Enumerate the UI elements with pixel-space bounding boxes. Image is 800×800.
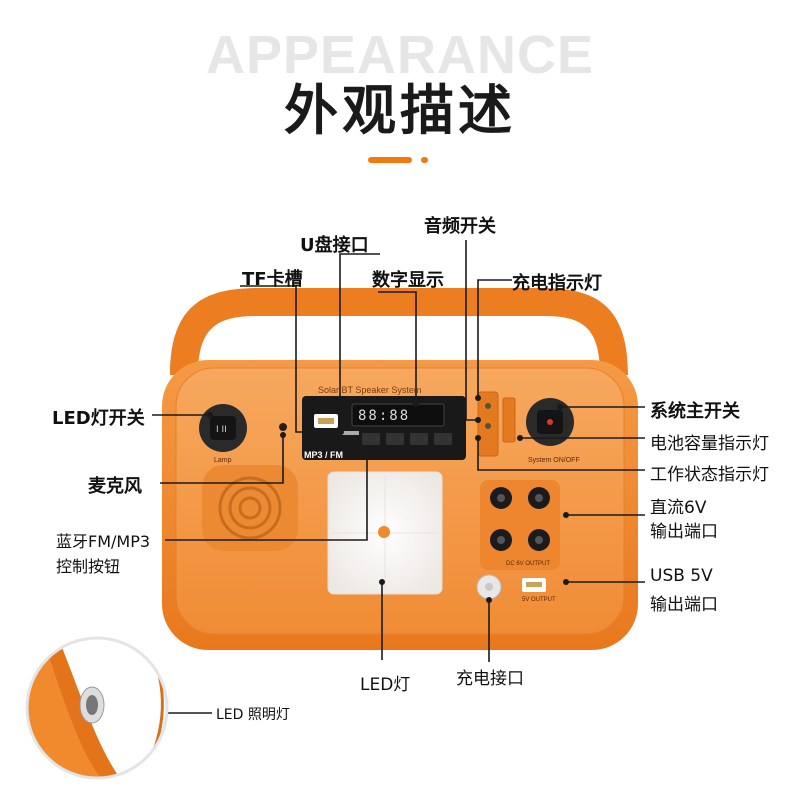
speaker-grille [202,465,298,551]
device-system-label: System ON/OFF [528,457,580,464]
callout-dc-output-line1: 直流6V [650,498,707,518]
callout-charge-port: 充电接口 [456,669,524,689]
leader-bt-controls [165,448,368,541]
callout-usb-output-line1: USB 5V [650,566,713,586]
callout-digital-display: 数字显示 [372,270,444,291]
title-accent-bar [368,157,412,163]
digital-display [351,403,445,427]
leader-work-status [477,438,645,471]
callout-usb-output-line2: 输出端口 [650,595,718,615]
callout-work-status-indicator: 工作状态指示灯 [650,465,769,485]
leader-audio-switch [465,240,478,421]
svg-text:88:88: 88:88 [358,408,410,424]
title-accent-dot [421,157,428,163]
callout-battery-indicator: 电池容量指示灯 [650,434,769,454]
callout-charge-indicator: 充电指示灯 [512,273,602,294]
callout-led-switch: LED灯开关 [52,408,145,429]
page-title: 外观描述 [284,79,516,142]
background-heading: APPEARANCE [205,25,595,85]
callout-led-lamp: LED 照明灯 [216,707,290,723]
tf-slot [341,431,359,435]
callout-usb-port: U盘接口 [300,235,369,256]
device-usb-output-label: 5V OUTPUT [522,597,556,603]
svg-text:I II: I II [216,425,227,435]
callout-bt-controls-line2: 控制按钮 [56,557,121,576]
callout-bt-controls-line1: 蓝牙FM/MP3 [56,532,151,551]
led-lamp-zoom [27,638,167,778]
leader-usb-port [339,253,380,412]
callout-microphone: 麦克风 [88,476,142,497]
callout-audio-switch: 音频开关 [424,216,496,237]
callout-dc-output-line2: 输出端口 [650,522,718,542]
device-lamp-label: Lamp [214,457,232,464]
leader-microphone [160,435,284,484]
device-handle [170,288,628,375]
callout-main-switch: 系统主开关 [650,401,740,422]
device-panel-title: Solar BT Speaker System [318,385,421,395]
device-mode-label: MP3 / FM [304,450,343,460]
callout-led-light: LED灯 [360,675,411,695]
microphone-hole [279,423,287,431]
device-dc-output-label: DC 6V OUTPUT [506,561,550,567]
leader-digital-display [378,291,417,404]
leader-tf-slot [240,285,341,433]
leader-charge-indicator [477,279,512,398]
callout-tf-slot: TF卡槽 [242,269,303,290]
